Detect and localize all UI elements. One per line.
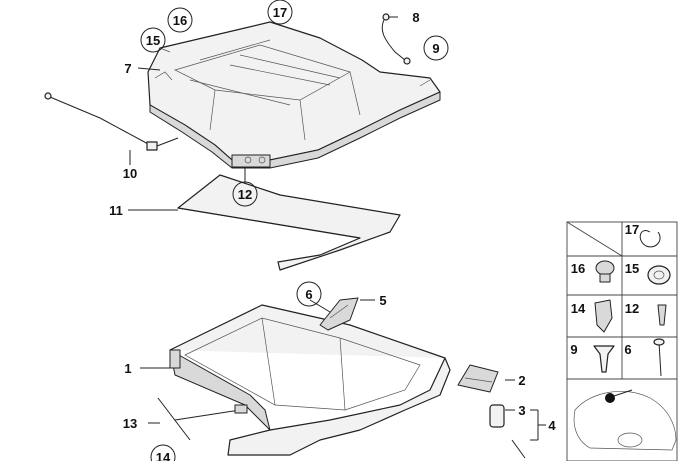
callout-17: 17 [273,5,287,20]
callout-9: 9 [432,41,439,56]
latch-part-5 [319,297,359,331]
legend-17: 17 [625,222,639,237]
lock-part-2 [457,364,499,393]
legend-9: 9 [570,342,577,357]
car-silhouette-icon [573,391,677,451]
ring-hole-icon [653,270,665,280]
rivet-icon-9 [593,345,615,373]
callout-6: 6 [305,287,312,302]
leader-lines [128,16,546,441]
legend-6: 6 [624,342,631,357]
glovebox-part-1 [169,304,451,456]
callout-11: 11 [109,203,123,218]
plug-icon-12 [657,304,667,326]
legend-15: 15 [625,261,639,276]
legend-16: 16 [571,261,585,276]
legend-14: 14 [571,301,586,316]
callout-labels: 16 15 17 7 8 9 10 11 12 6 5 1 13 14 2 3 … [109,0,556,461]
grommet-icon-16 [595,260,615,276]
cylinder-part-3 [489,404,526,459]
screw-head-icon [653,338,665,346]
locator-dot-icon [605,393,615,403]
callout-7: 7 [124,61,131,76]
callout-10: 10 [123,166,137,181]
ring-icon-15 [647,265,671,285]
callout-5: 5 [379,293,386,308]
callout-3: 3 [518,403,525,418]
callout-14: 14 [156,450,171,461]
callout-4: 4 [548,418,556,433]
holder-icon-14 [594,299,613,333]
clip-icon-17 [639,230,661,248]
car-wheel-icon [617,432,643,448]
cable-part-10 [44,92,179,151]
callout-8: 8 [412,10,419,25]
callout-12: 12 [238,187,252,202]
legend-12: 12 [625,301,639,316]
callout-16: 16 [173,13,187,28]
callout-13: 13 [123,416,137,431]
small-parts-legend: 17 16 15 14 12 9 6 [566,221,678,461]
mat-part-11 [177,174,401,271]
callout-1: 1 [124,361,131,376]
grommet-stem-icon [599,273,611,283]
cable-part-8 [381,13,411,65]
callout-15: 15 [146,33,160,48]
strut-part-13 [157,397,248,441]
locator-pointer [613,389,633,397]
screw-icon-6 [658,341,662,377]
callout-2: 2 [518,373,525,388]
upper-housing [147,21,441,169]
